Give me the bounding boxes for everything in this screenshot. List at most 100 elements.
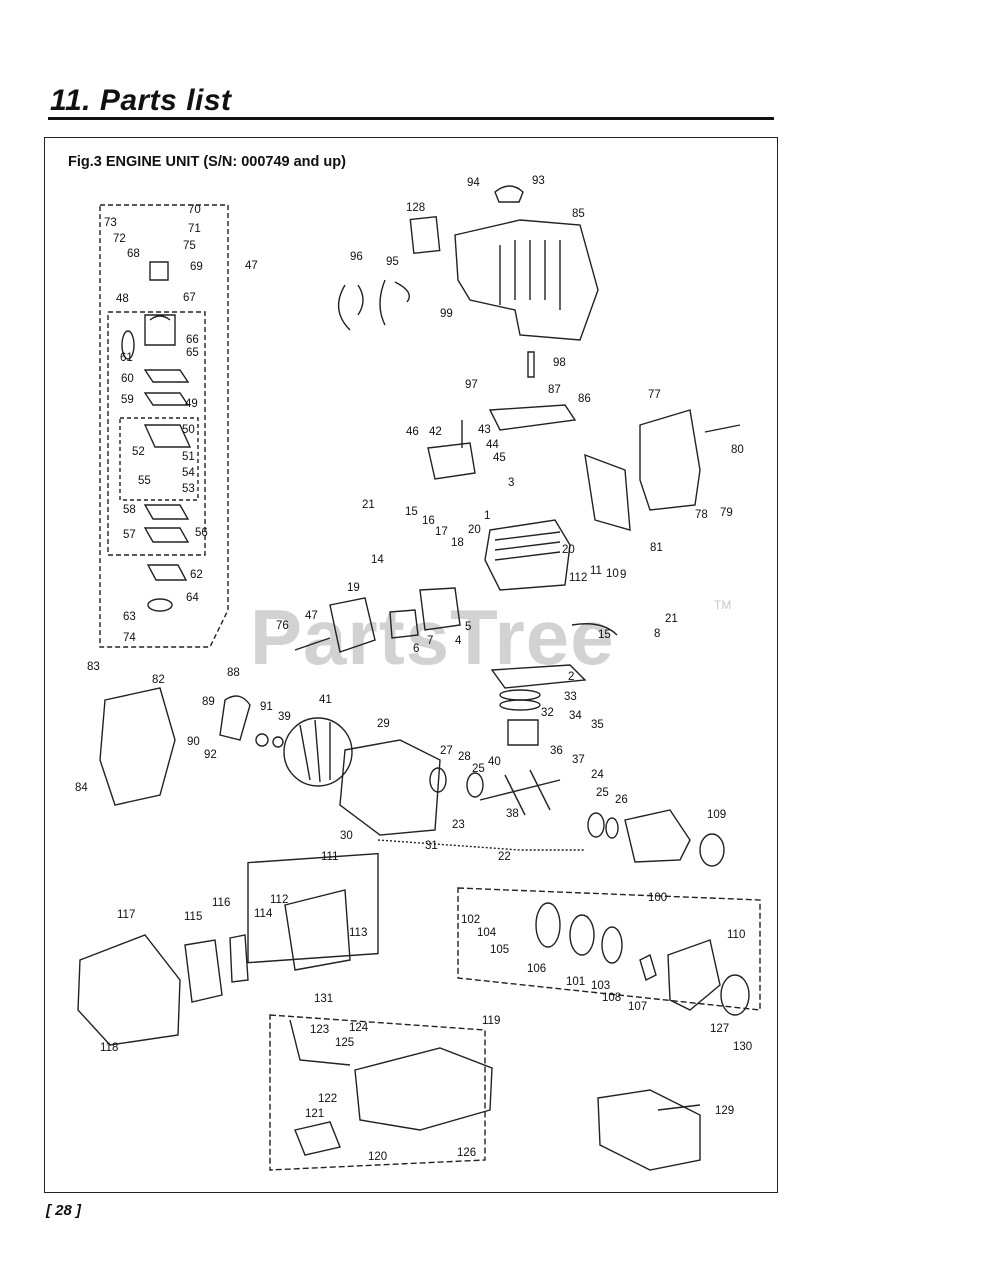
label-plate-shape bbox=[409, 215, 441, 255]
crankcase-shape bbox=[339, 739, 441, 836]
callout-93: 93 bbox=[532, 175, 545, 187]
callout-9: 9 bbox=[620, 569, 626, 581]
callout-107: 107 bbox=[628, 1001, 647, 1013]
shroud-dashed-line bbox=[377, 839, 585, 851]
fuel-tank-shape bbox=[354, 1047, 493, 1131]
callout-113: 113 bbox=[349, 927, 367, 939]
callout-102: 102 bbox=[461, 914, 480, 926]
carburetor-body-shape bbox=[144, 314, 176, 346]
callout-126: 126 bbox=[457, 1147, 476, 1159]
callout-98: 98 bbox=[553, 357, 566, 369]
callout-5: 5 bbox=[465, 621, 471, 633]
diagram-frame bbox=[44, 137, 778, 1193]
callout-62: 62 bbox=[190, 569, 203, 581]
callout-32: 32 bbox=[541, 707, 554, 719]
cover-shape bbox=[146, 564, 188, 581]
callout-105: 105 bbox=[490, 944, 509, 956]
bearing-shape-3 bbox=[587, 812, 605, 838]
cylinder-fins bbox=[494, 531, 561, 561]
knob-shape bbox=[494, 185, 524, 203]
ignition-coil-shape bbox=[427, 442, 476, 480]
callout-127: 127 bbox=[710, 1023, 729, 1035]
starter-group-outline bbox=[457, 887, 761, 1011]
fuel-line bbox=[294, 637, 331, 651]
callout-72: 72 bbox=[113, 233, 126, 245]
figure-title: Fig.3 ENGINE UNIT (S/N: 000749 and up) bbox=[68, 154, 346, 170]
callout-58: 58 bbox=[123, 504, 136, 516]
callout-112: 112 bbox=[569, 572, 587, 584]
callout-15: 15 bbox=[598, 629, 611, 641]
callout-33: 33 bbox=[564, 691, 577, 703]
pump-subgroup-outline bbox=[119, 417, 199, 501]
starter-reel-shape bbox=[569, 914, 595, 956]
bearing-shape bbox=[429, 767, 447, 793]
bearing-shape-2 bbox=[466, 772, 484, 798]
callout-82: 82 bbox=[152, 674, 165, 686]
callout-8: 8 bbox=[654, 628, 660, 640]
carburetor-plate-shape-2 bbox=[143, 392, 190, 406]
callout-57: 57 bbox=[123, 529, 136, 541]
callout-4: 4 bbox=[455, 635, 462, 647]
callout-25: 25 bbox=[596, 787, 609, 799]
air-cover-shape bbox=[77, 934, 181, 1046]
callout-63: 63 bbox=[123, 611, 136, 623]
callout-74: 74 bbox=[123, 632, 136, 644]
muffler-shape bbox=[639, 409, 701, 511]
callout-22: 22 bbox=[498, 851, 511, 863]
callout-14: 14 bbox=[371, 554, 384, 566]
callout-91: 91 bbox=[260, 701, 273, 713]
callout-38: 38 bbox=[506, 808, 519, 820]
callout-21: 21 bbox=[362, 499, 375, 511]
callout-79: 79 bbox=[720, 507, 733, 519]
watermark-trademark: TM bbox=[714, 598, 732, 612]
air-cleaner-base-shape bbox=[284, 889, 351, 971]
callout-18: 18 bbox=[451, 537, 464, 549]
callout-45: 45 bbox=[493, 452, 506, 464]
page-heading: 11. Parts list bbox=[50, 84, 232, 117]
callout-73: 73 bbox=[104, 217, 117, 229]
callout-15: 15 bbox=[405, 506, 418, 518]
callout-47: 47 bbox=[305, 610, 318, 622]
crankshaft-shape bbox=[479, 769, 561, 816]
gasket-shape bbox=[143, 504, 190, 520]
callout-25: 25 bbox=[472, 763, 485, 775]
callout-103: 103 bbox=[591, 980, 610, 992]
callout-65: 65 bbox=[186, 347, 199, 359]
callout-99: 99 bbox=[440, 308, 453, 320]
engine-cover-shape bbox=[454, 219, 599, 341]
bearing-shape-4 bbox=[605, 817, 619, 839]
callout-39: 39 bbox=[278, 711, 291, 723]
callout-118: 118 bbox=[100, 1042, 118, 1054]
page-number: [ 28 ] bbox=[46, 1202, 82, 1219]
cap-shape bbox=[147, 598, 173, 612]
clutch-shape bbox=[219, 695, 251, 741]
callout-69: 69 bbox=[190, 261, 203, 273]
callout-line-row bbox=[657, 1104, 701, 1111]
muffler-bolt bbox=[704, 424, 741, 433]
callout-100: 100 bbox=[648, 892, 667, 904]
callout-64: 64 bbox=[186, 592, 199, 604]
callout-3: 3 bbox=[508, 477, 514, 489]
callout-77: 77 bbox=[648, 389, 661, 401]
callout-53: 53 bbox=[182, 483, 195, 495]
crankcase-half-shape bbox=[624, 809, 691, 863]
callout-78: 78 bbox=[695, 509, 708, 521]
callout-20: 20 bbox=[468, 524, 481, 536]
callout-35: 35 bbox=[591, 719, 604, 731]
callout-92: 92 bbox=[204, 749, 217, 761]
callout-70: 70 bbox=[188, 204, 201, 216]
callout-67: 67 bbox=[183, 292, 196, 304]
callout-51: 51 bbox=[182, 451, 195, 463]
piston-ring-shape bbox=[499, 689, 541, 701]
starter-case-shape bbox=[667, 939, 721, 1011]
callout-96: 96 bbox=[350, 251, 363, 263]
callout-37: 37 bbox=[572, 754, 585, 766]
carburetor-group-outline bbox=[99, 204, 229, 648]
callout-31: 31 bbox=[425, 840, 438, 852]
callout-106: 106 bbox=[527, 963, 546, 975]
callout-11: 11 bbox=[590, 565, 602, 577]
fuel-hose-shape bbox=[289, 1019, 351, 1066]
callout-117: 117 bbox=[117, 909, 135, 921]
insulator-shape bbox=[419, 587, 461, 631]
